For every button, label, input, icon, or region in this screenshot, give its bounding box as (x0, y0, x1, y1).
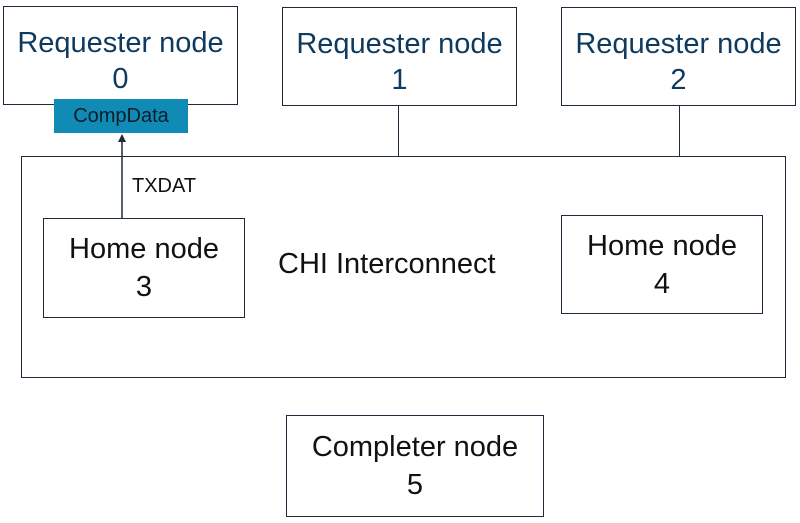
requester-node-id: 0 (112, 63, 129, 95)
connector-rn2 (679, 105, 680, 157)
completer-node-id: 5 (406, 469, 424, 501)
home-node-id: 3 (135, 271, 153, 303)
home-node-3: Home node 3 (43, 218, 245, 318)
completer-node-5: Completer node 5 (286, 415, 544, 517)
requester-node-id: 1 (391, 64, 408, 96)
home-node-name: Home node (69, 233, 219, 265)
requester-node-1: Requester node 1 (282, 7, 517, 106)
compdata-message: CompData (54, 99, 188, 133)
requester-node-name: Requester node (296, 28, 503, 60)
connector-rn1 (398, 105, 399, 157)
requester-node-2: Requester node 2 (561, 7, 796, 106)
txdat-label: TXDAT (132, 175, 197, 197)
home-node-id: 4 (653, 267, 671, 300)
interconnect-label: CHI Interconnect (278, 248, 496, 280)
requester-node-id: 2 (670, 64, 687, 96)
home-node-name: Home node (587, 229, 737, 262)
completer-node-name: Completer node (311, 431, 519, 463)
home-node-4: Home node 4 (561, 215, 763, 314)
requester-node-name: Requester node (17, 27, 224, 59)
requester-node-name: Requester node (575, 28, 782, 60)
requester-node-0: Requester node 0 (3, 6, 238, 105)
